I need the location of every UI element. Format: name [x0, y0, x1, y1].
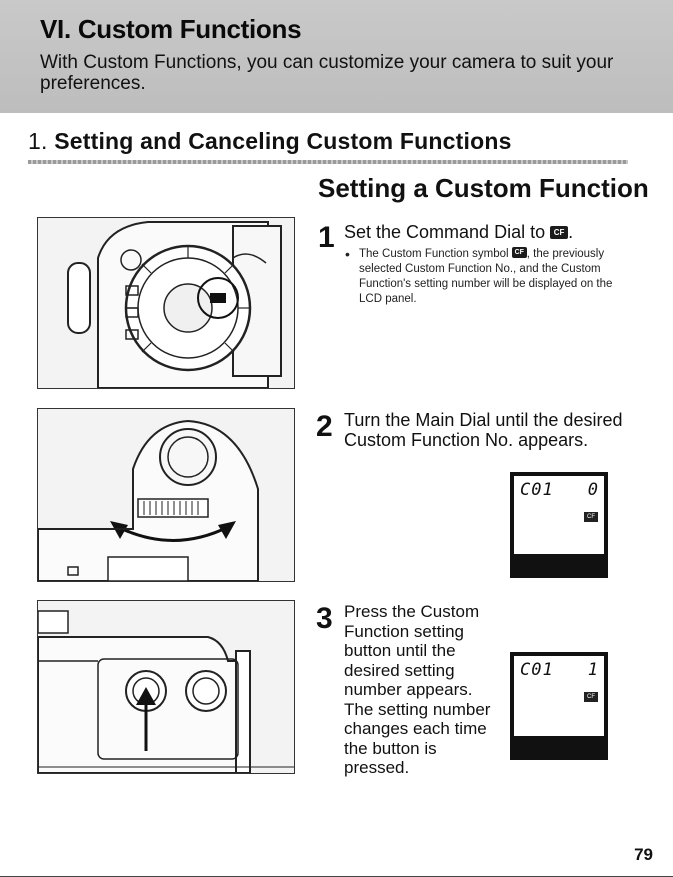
- lcd-cf-icon: CF: [584, 692, 598, 702]
- step-1-instruction: Set the Command Dial to: [344, 222, 546, 242]
- section-title: 1. Setting and Canceling Custom Function…: [28, 128, 512, 155]
- bullet-dot: •: [345, 246, 350, 262]
- step-3-number: 3: [316, 602, 333, 635]
- lcd-setting-2: 1: [587, 660, 598, 680]
- step-1-text: Set the Command Dial to CF.: [344, 222, 644, 242]
- lcd-function-no-2: C01: [520, 660, 554, 680]
- lcd-screen-2: C01 1 CF: [514, 656, 604, 736]
- main-dial-illustration: [37, 408, 295, 582]
- section-divider: [28, 160, 628, 164]
- cf-button-illustration: [37, 600, 295, 774]
- header-banner: VI. Custom Functions With Custom Functio…: [0, 0, 673, 113]
- step-1-bullet-rest: , the previously selected Custom Functio…: [359, 248, 613, 305]
- step-1-bullet-text: The Custom Function symbol: [359, 248, 509, 260]
- command-dial-illustration: [37, 217, 295, 389]
- cf-symbol-icon: CF: [511, 247, 527, 259]
- step-1-period: .: [568, 222, 574, 242]
- chapter-title: VI. Custom Functions: [40, 14, 302, 44]
- lcd-function-no-1: C01: [520, 480, 554, 500]
- page-number: 79: [634, 845, 653, 864]
- section-title-text: Setting and Canceling Custom Functions: [54, 128, 512, 154]
- lcd-panel-1: C01 0 CF: [510, 472, 608, 578]
- step-2-number: 2: [316, 410, 333, 443]
- section-number: 1.: [28, 128, 48, 154]
- lcd-setting-1: 0: [587, 480, 598, 500]
- lcd-screen-1: C01 0 CF: [514, 476, 604, 554]
- step-3-text: Press the Custom Function setting button…: [344, 602, 491, 777]
- lcd-cf-icon: CF: [584, 512, 598, 522]
- cf-symbol-icon: CF: [550, 225, 569, 239]
- step-1-number: 1: [318, 221, 335, 254]
- lcd-panel-2: C01 1 CF: [510, 652, 608, 760]
- chapter-subtitle: With Custom Functions, you can customize…: [40, 52, 614, 94]
- step-1-bullet: • The Custom Function symbol CF, the pre…: [345, 247, 627, 307]
- step-2-text: Turn the Main Dial until the desired Cus…: [344, 410, 623, 450]
- subsection-title: Setting a Custom Function: [318, 173, 649, 203]
